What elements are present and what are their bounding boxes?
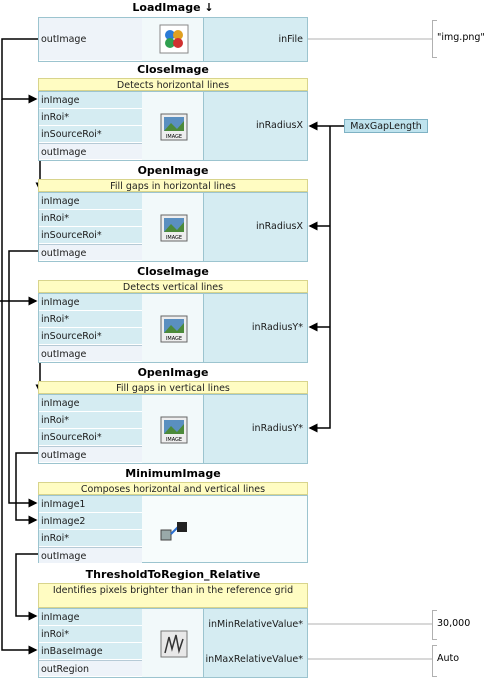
closeimage2-description: Detects vertical lines	[38, 280, 308, 293]
closeimage1-block[interactable]: inImage inRoi* inSourceRoi* outImage IMA…	[38, 91, 308, 161]
openimage1-description: Fill gaps in horizontal lines	[38, 179, 308, 192]
closeimage2-inimage-port[interactable]: inImage	[39, 294, 142, 311]
threshold-title: ThresholdToRegion_Relative	[85, 568, 261, 581]
openimage2-inimage-port[interactable]: inImage	[39, 395, 142, 412]
maxvalue-bracket	[432, 645, 437, 677]
closeimage1-inroi-port[interactable]: inRoi*	[39, 109, 142, 126]
image-icon: IMAGE	[160, 113, 188, 141]
closeimage1-insourceroi-port[interactable]: inSourceRoi*	[39, 126, 142, 143]
load-image-icon	[159, 24, 189, 54]
svg-text:IMAGE: IMAGE	[166, 134, 182, 140]
loadimage-outimage-port[interactable]: outImage	[39, 18, 142, 61]
closeimage2-inradiusy-port[interactable]: inRadiusY*	[251, 322, 303, 333]
openimage2-title: OpenImage	[137, 366, 209, 379]
minimumimage-block[interactable]: inImage1 inImage2 inRoi* outImage	[38, 495, 308, 564]
max-relative-value[interactable]: Auto	[437, 653, 460, 664]
infile-value-bracket	[432, 20, 437, 58]
closeimage2-block[interactable]: inImage inRoi* inSourceRoi* outImage IMA…	[38, 293, 308, 363]
openimage2-inradiusy-port[interactable]: inRadiusY*	[251, 423, 303, 434]
threshold-inmaxrelativevalue-port[interactable]: inMaxRelativeValue*	[205, 654, 303, 665]
openimage1-title: OpenImage	[137, 164, 209, 177]
svg-text:IMAGE: IMAGE	[166, 437, 182, 443]
openimage1-insourceroi-port[interactable]: inSourceRoi*	[39, 227, 142, 244]
down-arrow-icon: ↓	[200, 1, 214, 14]
min-relative-value[interactable]: 30,000	[437, 618, 471, 629]
maxgaplength-global-parameter[interactable]: MaxGapLength	[344, 119, 428, 133]
closeimage2-inroi-port[interactable]: inRoi*	[39, 311, 142, 328]
minimumimage-inimage2-port[interactable]: inImage2	[39, 513, 142, 530]
minimumimage-title: MinimumImage	[125, 467, 221, 480]
threshold-icon	[160, 630, 188, 658]
image-icon: IMAGE	[160, 416, 188, 444]
closeimage1-inimage-port[interactable]: inImage	[39, 92, 142, 109]
threshold-outregion-port[interactable]: outRegion	[39, 660, 142, 677]
closeimage2-outimage-port[interactable]: outImage	[39, 345, 142, 362]
closeimage1-outimage-port[interactable]: outImage	[39, 143, 142, 160]
svg-text:IMAGE: IMAGE	[166, 336, 182, 342]
openimage2-block[interactable]: inImage inRoi* inSourceRoi* outImage IMA…	[38, 394, 308, 464]
openimage1-outimage-port[interactable]: outImage	[39, 244, 142, 261]
closeimage2-title: CloseImage	[137, 265, 209, 278]
closeimage1-title: CloseImage	[137, 63, 209, 76]
openimage2-outimage-port[interactable]: outImage	[39, 446, 142, 463]
threshold-inminrelativevalue-port[interactable]: inMinRelativeValue*	[208, 619, 303, 630]
closeimage1-inradiusx-port[interactable]: inRadiusX	[255, 120, 303, 131]
minimumimage-inroi-port[interactable]: inRoi*	[39, 530, 142, 547]
minvalue-bracket	[432, 610, 437, 640]
minimum-operation-icon	[160, 522, 187, 541]
openimage2-description: Fill gaps in vertical lines	[38, 381, 308, 394]
loadimage-infile-port[interactable]: inFile	[278, 34, 303, 45]
loadimage-block[interactable]: outImage inFile	[38, 17, 308, 62]
threshold-block[interactable]: inImage inRoi* inBaseImage outRegion inM…	[38, 608, 308, 678]
minimumimage-inimage1-port[interactable]: inImage1	[39, 496, 142, 513]
closeimage1-description: Detects horizontal lines	[38, 78, 308, 91]
threshold-description: Identifies pixels brighter than in the r…	[38, 583, 308, 608]
minimumimage-outimage-port[interactable]: outImage	[39, 547, 142, 564]
openimage1-inradiusx-port[interactable]: inRadiusX	[255, 221, 303, 232]
openimage1-inimage-port[interactable]: inImage	[39, 193, 142, 210]
openimage1-inroi-port[interactable]: inRoi*	[39, 210, 142, 227]
closeimage2-insourceroi-port[interactable]: inSourceRoi*	[39, 328, 142, 345]
svg-text:IMAGE: IMAGE	[166, 235, 182, 241]
infile-value[interactable]: "img.png"	[437, 32, 485, 43]
openimage2-inroi-port[interactable]: inRoi*	[39, 412, 142, 429]
openimage2-insourceroi-port[interactable]: inSourceRoi*	[39, 429, 142, 446]
loadimage-title: LoadImage ↓	[132, 1, 214, 14]
image-icon: IMAGE	[160, 214, 188, 242]
image-icon: IMAGE	[160, 315, 188, 343]
minimumimage-description: Composes horizontal and vertical lines	[38, 482, 308, 495]
openimage1-block[interactable]: inImage inRoi* inSourceRoi* outImage IMA…	[38, 192, 308, 262]
threshold-inbaseimage-port[interactable]: inBaseImage	[39, 643, 142, 660]
threshold-inimage-port[interactable]: inImage	[39, 609, 142, 626]
threshold-inroi-port[interactable]: inRoi*	[39, 626, 142, 643]
